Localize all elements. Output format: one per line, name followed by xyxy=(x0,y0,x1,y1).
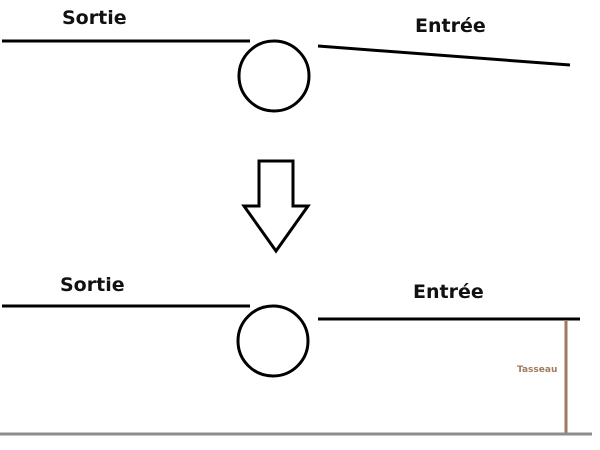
before-state: Sortie Entrée xyxy=(2,7,571,113)
down-arrow-icon xyxy=(241,159,311,254)
after-inlet-label: Entrée xyxy=(413,281,484,303)
before-inlet-line-sloped xyxy=(317,44,571,67)
after-state: Sortie Entrée Tasseau xyxy=(0,274,592,436)
after-outlet-label: Sortie xyxy=(60,274,125,296)
before-inlet-label: Entrée xyxy=(415,15,486,37)
before-roller xyxy=(237,39,311,113)
before-outlet-label: Sortie xyxy=(62,7,127,29)
support-label: Tasseau xyxy=(517,365,557,375)
after-roller xyxy=(236,304,310,378)
